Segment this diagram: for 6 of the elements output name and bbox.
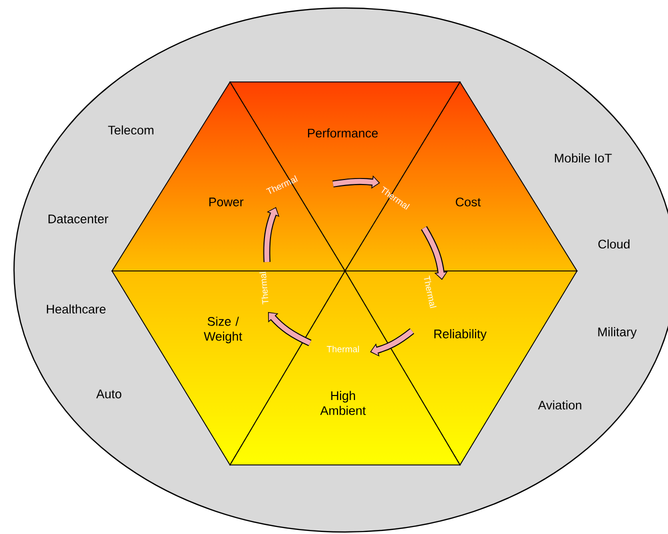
market-label: Cloud	[598, 239, 630, 249]
market-label: Military	[598, 327, 637, 339]
market-label: Telecom	[108, 125, 154, 135]
arrow-label: Thermal	[259, 272, 268, 304]
market-label: Healthcare	[46, 304, 106, 314]
arrow-label: Thermal	[424, 276, 437, 308]
